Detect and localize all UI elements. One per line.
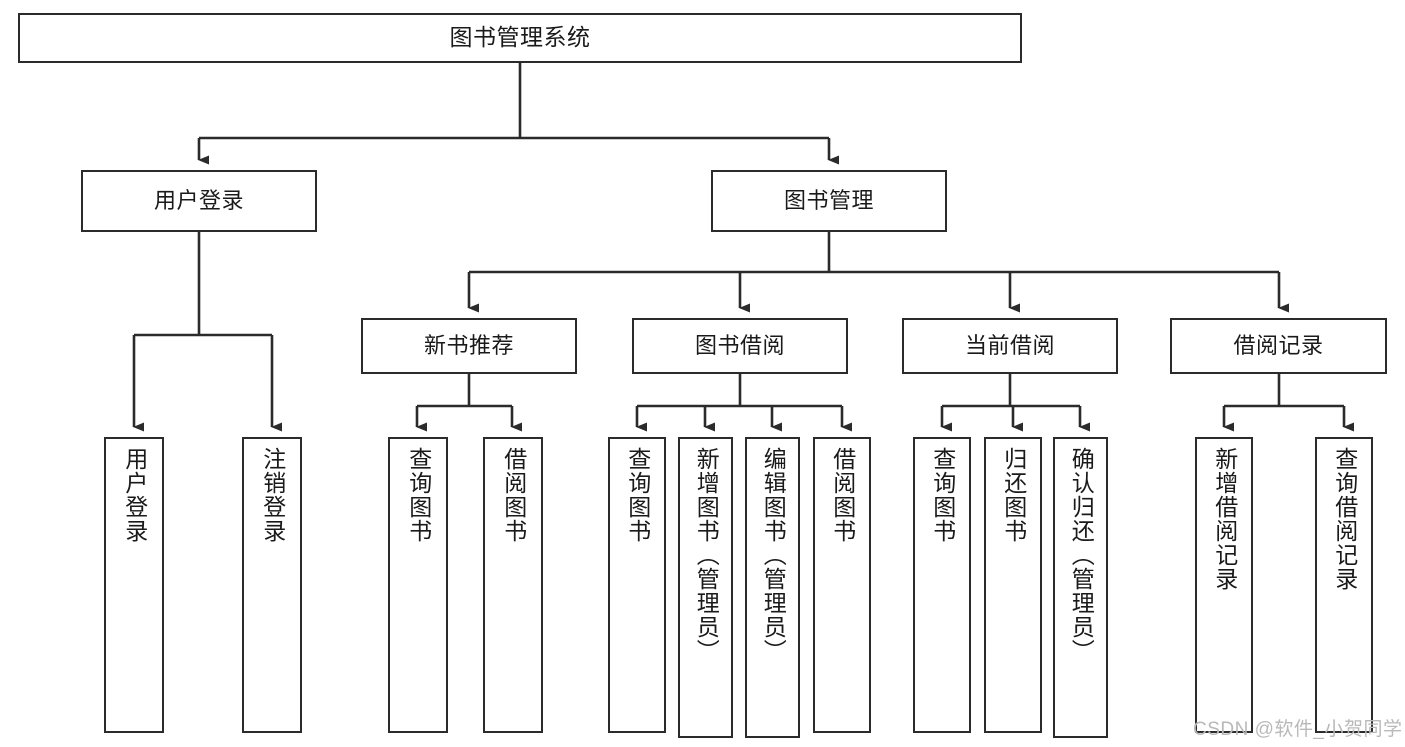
- node-label: 新增借阅记录: [1211, 447, 1238, 591]
- node-label: 借阅图书: [829, 447, 856, 543]
- leaf-logout-login[interactable]: 注销登录: [242, 437, 302, 733]
- leaf-add-book-admin[interactable]: 新增图书（管理员）: [678, 437, 733, 738]
- node-book-borrow[interactable]: 图书借阅: [632, 318, 848, 374]
- node-label: 图书借阅: [694, 333, 785, 359]
- node-label: 借阅图书: [500, 447, 527, 543]
- leaf-query-book-cur[interactable]: 查询图书: [913, 437, 971, 733]
- node-new-book-recommend[interactable]: 新书推荐: [361, 318, 577, 374]
- leaf-confirm-return-admin[interactable]: 确认归还（管理员）: [1053, 437, 1108, 738]
- leaf-query-book-borrow[interactable]: 查询图书: [608, 437, 666, 733]
- node-current-borrow[interactable]: 当前借阅: [902, 318, 1118, 374]
- leaf-return-book[interactable]: 归还图书: [984, 437, 1042, 733]
- node-label: 查询图书: [405, 447, 432, 543]
- node-label: 图书管理: [783, 188, 874, 214]
- leaf-query-borrow-record[interactable]: 查询借阅记录: [1315, 437, 1373, 733]
- node-label: 查询图书: [929, 447, 956, 543]
- node-label: 新书推荐: [423, 333, 514, 359]
- leaf-borrow-book-rec[interactable]: 借阅图书: [483, 437, 543, 733]
- node-label: 查询图书: [624, 447, 651, 543]
- node-book-management[interactable]: 图书管理: [711, 170, 947, 232]
- leaf-add-borrow-record[interactable]: 新增借阅记录: [1195, 437, 1253, 733]
- leaf-edit-book-admin[interactable]: 编辑图书（管理员）: [745, 437, 800, 738]
- node-root-system[interactable]: 图书管理系统: [18, 13, 1022, 63]
- leaf-borrow-book[interactable]: 借阅图书: [813, 437, 871, 733]
- leaf-query-book-rec[interactable]: 查询图书: [388, 437, 448, 733]
- node-borrow-record[interactable]: 借阅记录: [1170, 318, 1387, 374]
- leaf-user-login[interactable]: 用户登录: [104, 437, 164, 733]
- node-label: 归还图书: [1000, 447, 1027, 543]
- node-user-login[interactable]: 用户登录: [81, 170, 317, 232]
- node-label: 用户登录: [121, 447, 148, 543]
- node-label: 借阅记录: [1233, 333, 1324, 359]
- node-label: 图书管理系统: [449, 24, 591, 51]
- node-label: 确认归还（管理员）: [1068, 447, 1095, 663]
- node-label: 编辑图书（管理员）: [760, 447, 787, 663]
- node-label: 用户登录: [153, 188, 244, 214]
- node-label: 注销登录: [259, 447, 286, 543]
- node-label: 当前借阅: [964, 333, 1055, 359]
- csdn-watermark: CSDN @软件_小贺同学: [1193, 719, 1403, 740]
- node-label: 新增图书（管理员）: [693, 447, 720, 663]
- node-label: 查询借阅记录: [1331, 447, 1358, 591]
